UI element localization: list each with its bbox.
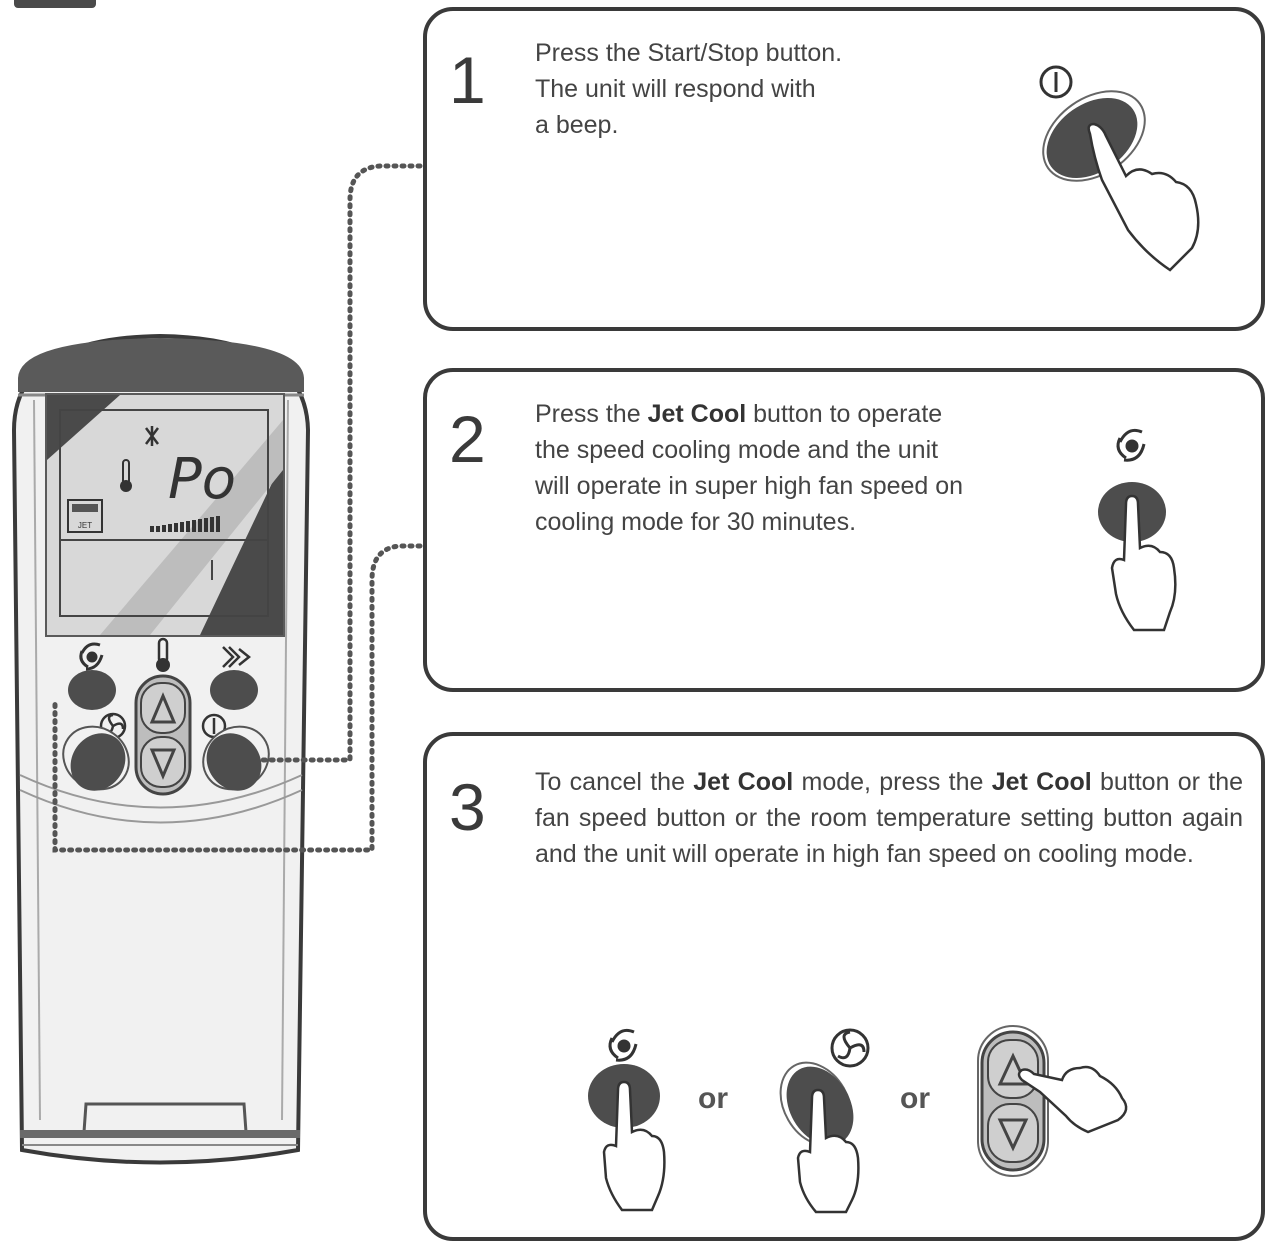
step-1-text: Press the Start/Stop button. The unit wi… — [535, 39, 843, 139]
step-2-text: Press the Jet Cool button to operate the… — [535, 400, 964, 536]
lcd-screen — [59, 409, 269, 617]
fan-speed-button[interactable] — [59, 723, 136, 802]
start-stop-button[interactable] — [195, 723, 272, 802]
step-3-fan-speed-option — [779, 1028, 870, 1214]
step-1-panel: 1 Press the Start/Stop button. The unit … — [423, 7, 1265, 331]
jet-badge-label: JET — [78, 521, 92, 530]
temp-down-icon — [997, 1118, 1029, 1152]
step-2-panel: 2 Press the Jet Cool button to operate t… — [423, 368, 1265, 692]
lcd-display-text: Po — [168, 447, 236, 512]
jet-cool-button[interactable] — [68, 670, 116, 710]
step-3-temperature-option — [977, 1025, 1128, 1177]
pointing-hand-icon — [1110, 494, 1177, 632]
step-1-number: 1 — [449, 43, 486, 117]
pointing-hand-icon — [1087, 122, 1200, 272]
lcd-thermometer-icon — [120, 459, 132, 492]
step-3-text: To cancel the Jet Cool mode, press the J… — [535, 768, 1244, 868]
remote-bottom-tab — [82, 1102, 248, 1133]
step-3-jet-cool-option — [588, 1028, 666, 1212]
thermometer-icon — [156, 637, 170, 672]
snowflake-icon — [145, 426, 159, 446]
step-3-number: 3 — [449, 770, 486, 844]
fan-speed-icon — [830, 1028, 870, 1068]
pointing-hand-icon — [1017, 1065, 1128, 1134]
step-2-number: 2 — [449, 402, 486, 476]
lcd-fan-bars — [150, 516, 220, 532]
pointing-hand-icon — [602, 1080, 666, 1212]
jet-badge — [67, 499, 103, 533]
power-icon — [1039, 65, 1073, 99]
pointing-hand-icon — [796, 1088, 860, 1214]
temp-up-icon[interactable] — [149, 692, 177, 724]
step-1-illustration — [1039, 65, 1200, 272]
dotted-connectors — [52, 163, 423, 853]
corner-tab — [14, 0, 96, 8]
step-3-panel: 3 To cancel the Jet Cool mode, press the… — [423, 732, 1265, 1241]
jet-cool-icon — [1116, 428, 1146, 462]
or-label-1: or — [698, 1082, 728, 1115]
jet-cool-icon — [608, 1028, 638, 1062]
or-label-2: or — [900, 1082, 930, 1115]
step-2-illustration — [1098, 428, 1177, 632]
jet-cool-icon — [79, 642, 104, 671]
air-swing-icon — [222, 646, 252, 668]
remote-top-cap — [18, 338, 304, 392]
temp-up-icon — [997, 1052, 1029, 1086]
temp-down-icon[interactable] — [149, 748, 177, 780]
swing-button[interactable] — [210, 670, 258, 710]
